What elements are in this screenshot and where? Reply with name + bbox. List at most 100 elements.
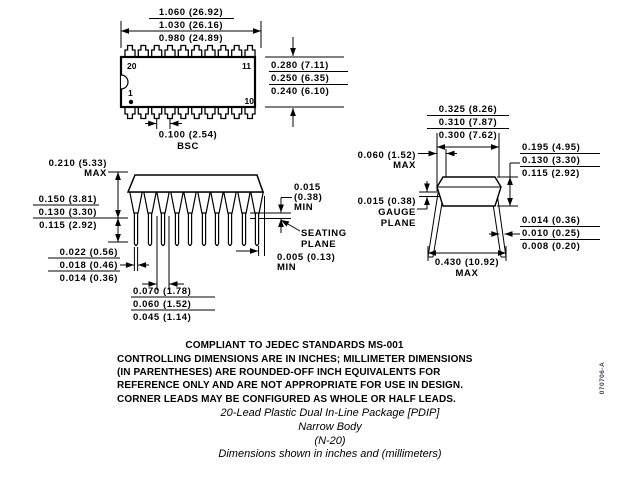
lead-leg: [241, 213, 247, 247]
seating-plane-label-2: PLANE: [301, 239, 336, 250]
dim-coplanarity-qualifier: MIN: [277, 262, 296, 273]
lead-shoulder: [223, 191, 237, 214]
dim-base-height-nom: 0.130 (3.30): [39, 207, 97, 218]
controlling-dimensions-notes: CONTROLLING DIMENSIONS ARE IN INCHES; MI…: [117, 353, 517, 406]
pin-number-10: 10: [245, 96, 255, 106]
dim-overall-height: 0.210 (5.33): [49, 158, 107, 169]
pin-number-20: 20: [127, 61, 137, 71]
lead-leg: [160, 213, 166, 247]
end-view-leg-right-outer: [496, 192, 507, 258]
dim-pitch-qualifier: BSC: [177, 141, 199, 152]
bottom-pin: [164, 106, 176, 120]
dim-overall-height-qualifier: MAX: [84, 168, 107, 179]
pin1-dot: [128, 99, 134, 105]
lead-shoulder: [237, 191, 251, 214]
dim-base-height-min: 0.115 (2.92): [39, 220, 97, 231]
lead-leg: [254, 213, 260, 247]
dim-standoff-mm: (0.38): [294, 192, 322, 203]
package-body-top-view: [119, 55, 257, 109]
dim-gauge-plane: 0.015 (0.38): [358, 196, 416, 207]
lead-leg: [201, 213, 207, 247]
dim-shoulder-offset-qualifier: MAX: [393, 160, 416, 171]
lead-shoulder: [250, 191, 264, 214]
dim-coplanarity: 0.005 (0.13): [277, 252, 335, 263]
note-line: (IN PARENTHESES) ARE ROUNDED-OFF INCH EQ…: [117, 367, 441, 379]
package-body-side-view: [126, 174, 265, 193]
top-pin: [217, 44, 229, 58]
pin-number-1: 1: [128, 88, 133, 98]
outline-drawing-svg: 1.060 (26.92) 1.030 (26.16) 0.980 (24.89…: [33, 7, 600, 323]
lead-shoulder: [197, 191, 211, 214]
dim-lead-width-max: 0.022 (0.56): [60, 247, 118, 258]
top-pin: [151, 44, 163, 58]
seating-plane-label-1: SEATING: [301, 228, 347, 239]
top-pin: [137, 44, 149, 58]
note-line: REFERENCE ONLY AND ARE NOT APPROPRIATE F…: [117, 380, 464, 392]
bottom-pin: [177, 106, 189, 120]
bottom-pin: [191, 106, 203, 120]
bottom-pin: [204, 106, 216, 120]
dim-top-width-nom: 1.030 (26.16): [159, 20, 223, 31]
lead-shoulder: [183, 191, 197, 214]
top-pin: [231, 44, 243, 58]
bottom-pin: [217, 106, 229, 120]
dim-shoulder-width-nom: 0.060 (1.52): [133, 299, 191, 310]
bottom-pin: [244, 106, 256, 120]
dim-top-width-max: 1.060 (26.92): [159, 7, 223, 18]
side-view: 0.210 (5.33) MAX 0.150 (3.81) 0.130 (3.3…: [33, 158, 347, 323]
gauge-plane-label-2: PLANE: [381, 218, 416, 229]
dim-body-width-min: 0.240 (6.10): [271, 86, 329, 97]
lead-leg: [133, 213, 139, 247]
note-line: CONTROLLING DIMENSIONS ARE IN INCHES; MI…: [117, 354, 473, 365]
dim-lead-span-min: 0.300 (7.62): [439, 130, 497, 141]
gauge-plane-label-1: GAUGE: [378, 207, 416, 218]
lead-shoulder: [143, 191, 157, 214]
top-view: 1.060 (26.92) 1.030 (26.16) 0.980 (24.89…: [119, 7, 348, 152]
dim-standoff-qualifier: MIN: [294, 202, 313, 213]
side-view-package: [126, 174, 265, 247]
jedec-compliance-note: COMPLIANT TO JEDEC STANDARDS MS-001: [185, 340, 404, 351]
end-view-leg-left-outer: [427, 192, 439, 258]
end-view: 0.325 (8.26) 0.310 (7.87) 0.300 (7.62) 0…: [358, 104, 600, 279]
lead-leg: [187, 213, 193, 247]
dim-lead-width-nom: 0.018 (0.46): [60, 260, 118, 271]
top-pin: [164, 44, 176, 58]
bottom-pin: [137, 106, 149, 120]
pin-number-11: 11: [242, 61, 251, 71]
dim-lead-thickness-max: 0.014 (0.36): [522, 215, 580, 226]
side-view-dimension-arrows: [33, 171, 301, 311]
caption-units-note: Dimensions shown in inches and (millimet…: [218, 448, 442, 461]
lead-shoulder: [156, 191, 170, 214]
end-view-leg-right-inner: [491, 196, 502, 258]
top-pin: [244, 44, 256, 58]
caption-body-type: Narrow Body: [298, 420, 362, 433]
bottom-pin: [151, 106, 163, 120]
dim-body-width-max: 0.280 (7.11): [271, 60, 329, 71]
caption-package-code: (N-20): [314, 434, 346, 447]
dim-lead-span-nom: 0.310 (7.87): [439, 117, 497, 128]
end-view-package: [427, 176, 507, 258]
top-view-dimension-lines: [120, 18, 348, 129]
dim-body-thickness-max: 0.195 (4.95): [522, 142, 580, 153]
package-caption: 20-Lead Plastic Dual In-Line Package [PD…: [120, 407, 540, 462]
dim-span: 0.430 (10.92): [435, 257, 499, 268]
lead-leg: [227, 213, 233, 247]
caption-package-name: 20-Lead Plastic Dual In-Line Package [PD…: [220, 407, 440, 419]
dim-body-thickness-min: 0.115 (2.92): [522, 168, 580, 179]
dim-pitch: 0.100 (2.54): [159, 130, 217, 141]
drawing-number: 070706-A: [599, 361, 606, 395]
dim-lead-thickness-nom: 0.010 (0.25): [522, 228, 580, 239]
lead-shoulder: [210, 191, 224, 214]
dim-shoulder-width-min: 0.045 (1.14): [133, 312, 191, 323]
top-pin: [177, 44, 189, 58]
top-view-package: [119, 44, 257, 120]
note-line: CORNER LEADS MAY BE CONFIGURED AS WHOLE …: [117, 393, 456, 405]
end-view-leg-left-inner: [432, 196, 444, 258]
top-pin: [204, 44, 216, 58]
dim-lead-thickness-min: 0.008 (0.20): [522, 241, 580, 252]
top-pin: [191, 44, 203, 58]
package-body-end-view: [436, 176, 502, 207]
top-pin: [124, 44, 136, 58]
dim-lead-span-max: 0.325 (8.26): [439, 104, 497, 115]
